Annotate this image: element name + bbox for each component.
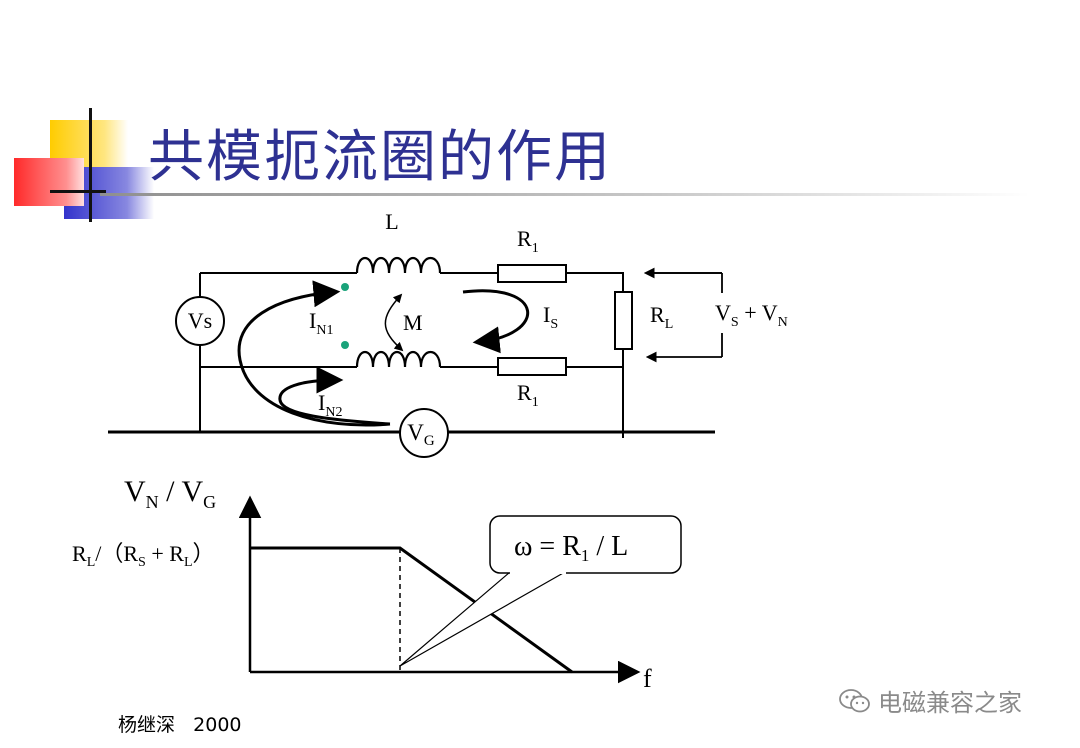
inductor-top-coil (355, 256, 442, 274)
resistor-rl (614, 291, 633, 350)
mutual-arrow (384, 293, 404, 352)
in1-label: IN1 (309, 308, 333, 338)
in2-label: IN2 (318, 390, 342, 420)
in2-current-arrow (278, 366, 391, 426)
source-vg-label: VG (407, 420, 435, 449)
is-label: IS (543, 302, 558, 332)
output-bracket (648, 272, 723, 357)
callout-pointer (399, 571, 568, 667)
plot-y-label: VN / VG (124, 475, 216, 512)
mutual-label: M (403, 310, 423, 335)
polarity-dot-top (341, 283, 349, 291)
output-voltage-label: VS + VN (715, 300, 788, 330)
resistor-r1-bottom (497, 357, 567, 376)
top-wire (200, 272, 624, 292)
author-name: 杨继深 (118, 714, 176, 736)
callout-text: ω = R1 / L (514, 531, 628, 565)
watermark: 电磁兼容之家 (838, 683, 1022, 718)
source-vs (175, 296, 225, 346)
page-title: 共模扼流圈的作用 (148, 125, 612, 190)
rl-label: RL (650, 302, 673, 332)
plot-level-label: RL/（RS + RL） (72, 541, 215, 570)
deco-vertical-line (89, 108, 92, 222)
deco-horizontal-line (50, 190, 106, 193)
source-vs-label: Vs (188, 308, 212, 333)
in1-current-arrow (237, 280, 391, 427)
footer-author: 杨继深 2000 (118, 710, 242, 737)
wechat-icon (839, 688, 870, 712)
frequency-response-plot: ω = R1 / L VN / VG RL/（RS + RL） f (72, 475, 682, 693)
r1-bottom-label: R1 (517, 380, 539, 410)
polarity-dot-bottom (341, 341, 349, 349)
author-year: 2000 (193, 714, 242, 736)
watermark-text: 电磁兼容之家 (878, 689, 1022, 717)
source-vg (399, 408, 449, 458)
title-underline (100, 193, 1030, 196)
r1-top-label: R1 (517, 226, 539, 256)
inductor-bottom-coil (355, 350, 442, 368)
is-current-arrow (462, 289, 530, 354)
resistor-r1-top (497, 264, 567, 283)
inductor-label: L (385, 209, 398, 234)
deco-red-square (14, 158, 84, 206)
plot-x-label: f (643, 664, 652, 693)
callout-box (489, 515, 682, 574)
